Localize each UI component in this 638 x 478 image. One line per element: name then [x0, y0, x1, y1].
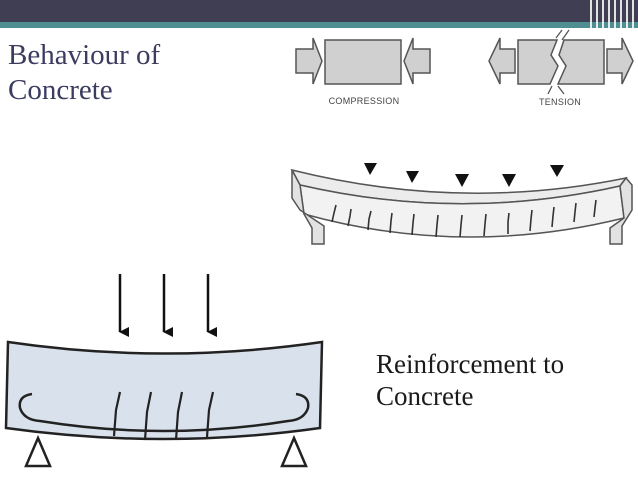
tension-block-right-half — [556, 39, 605, 85]
slide-subtitle: Reinforcement to Concrete — [376, 348, 631, 413]
point-load-arrows — [118, 274, 217, 337]
compression-label: COMPRESSION — [329, 96, 400, 106]
beam-tension-cracks — [331, 199, 597, 238]
load-arrow-icon — [455, 174, 469, 187]
tension-crack-top — [555, 29, 570, 41]
beam-right-support — [609, 176, 633, 245]
slide-header-accent — [0, 22, 638, 28]
slide-header-bar — [0, 0, 638, 22]
beam-body — [4, 340, 324, 441]
tension-block-left-half — [517, 39, 559, 85]
slide-title-line-1: Behaviour of — [8, 39, 161, 71]
slide-header-stripes — [590, 0, 638, 28]
compression-right-arrow — [403, 37, 431, 85]
reinforced-beam-cracks — [112, 391, 215, 441]
load-arrow-icon — [502, 174, 516, 187]
load-arrow-icon — [550, 165, 564, 177]
slide-subtitle-line-1: Reinforcement to — [376, 349, 565, 379]
slide-title-line-2: Concrete — [8, 73, 113, 106]
beam-left-support — [291, 169, 325, 245]
slide-subtitle-line-2: Concrete — [376, 381, 474, 412]
slide-title: Behaviour of Concrete — [8, 38, 268, 108]
bent-concrete-beam — [290, 163, 633, 245]
tension-left-arrow — [488, 37, 516, 85]
tension-crack-bottom — [547, 85, 565, 95]
compression-left-arrow — [295, 37, 323, 85]
rebar — [18, 392, 310, 433]
load-arrow-icon — [364, 163, 377, 175]
tension-diagram: TENSION — [488, 29, 634, 107]
right-support-icon — [280, 434, 308, 468]
compression-diagram: COMPRESSION — [295, 37, 431, 106]
compression-block — [324, 39, 402, 85]
tension-right-arrow — [606, 37, 634, 85]
tension-label: TENSION — [539, 97, 581, 107]
load-arrow-icon — [406, 171, 419, 183]
reinforced-concrete-beam — [4, 274, 324, 468]
beam-load-arrows — [364, 163, 564, 187]
left-support-icon — [24, 434, 52, 468]
